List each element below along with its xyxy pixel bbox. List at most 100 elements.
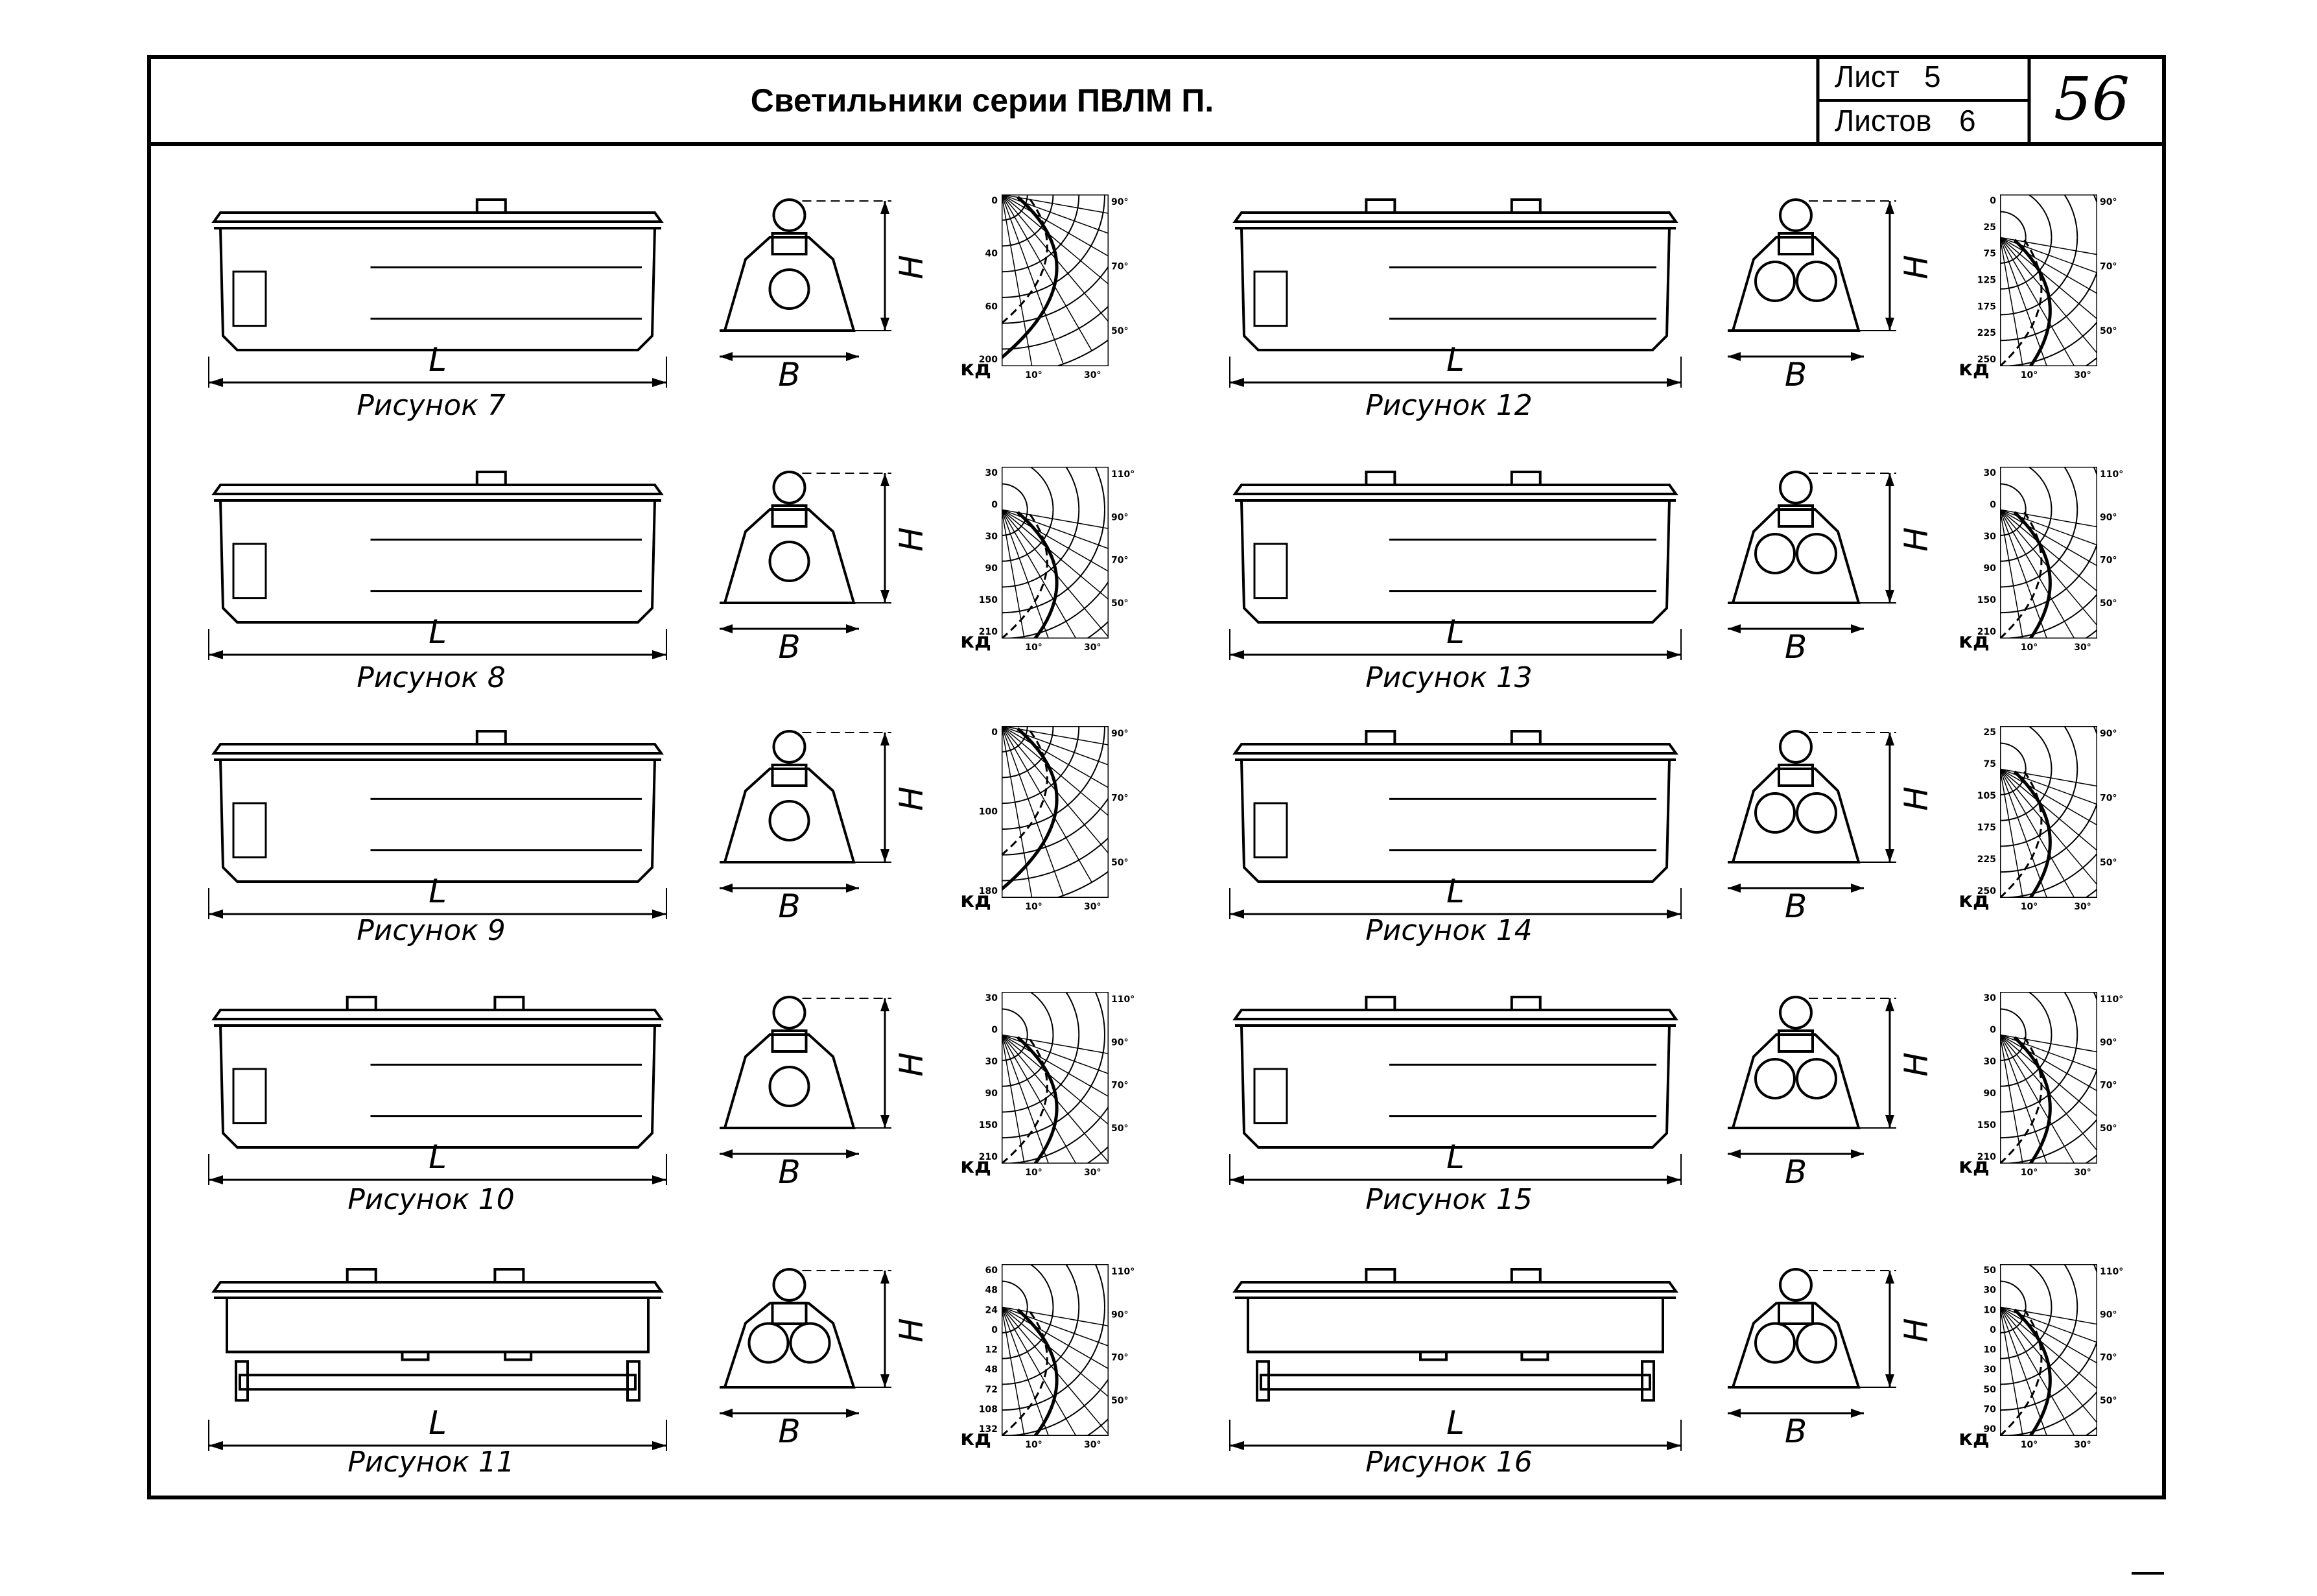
polar-ray [2000, 768, 2048, 898]
tick-label: 0 [991, 500, 998, 510]
polar-arc [1029, 1264, 1054, 1308]
tick-label: 90° [1111, 512, 1128, 522]
lid-clip [1510, 198, 1542, 214]
mount-head [772, 198, 806, 232]
polar-arc [2000, 1118, 2097, 1164]
polar-ray [1002, 194, 1064, 364]
lamp-section [768, 1066, 810, 1107]
polar-ray [1002, 1306, 1109, 1398]
polar-arc [2000, 1035, 2078, 1113]
polar-ray [2000, 1034, 2097, 1152]
lid-clip [1365, 471, 1396, 486]
arrow-head [1885, 733, 1894, 745]
dimension-label-h: H [1898, 255, 1935, 279]
dimension-label-b: B [1785, 1153, 1807, 1191]
intensity-curve [1017, 1308, 1059, 1436]
figure-caption: Рисунок 8 [357, 661, 506, 694]
figure-caption: Рисунок 11 [347, 1446, 515, 1479]
polar-arc [2027, 467, 2052, 510]
luminaire-body [1240, 228, 1671, 351]
tick-label: 250 [1977, 355, 1996, 365]
dimension-label-h: H [893, 1052, 930, 1077]
mount-body [771, 504, 808, 528]
figure-caption: Рисунок 16 [1365, 1446, 1533, 1479]
polar-ray [2000, 1034, 2097, 1071]
tick-label: 50° [2100, 858, 2117, 868]
luminaire-lid [211, 484, 664, 495]
figure-caption: Рисунок 13 [1365, 661, 1533, 694]
polar-ray [2000, 1306, 2048, 1436]
title-block: Светильники серии ПВЛМ П. Лист 5 Листов … [149, 57, 2164, 146]
arrow-head [1885, 1271, 1894, 1284]
polar-ray [2000, 768, 2097, 805]
arrow-head [720, 624, 733, 633]
polar-arc [1002, 1035, 1105, 1139]
polar-arc [1002, 510, 1080, 588]
tick-label: 70° [2100, 1353, 2117, 1363]
polar-ray [2000, 1035, 2023, 1164]
tick-label: 30° [2074, 642, 2091, 653]
arrow-head [209, 1175, 223, 1184]
polar-ray [2000, 1306, 2075, 1436]
arrow-head [1885, 1374, 1894, 1387]
arrow-head [720, 1409, 733, 1418]
lid-clip [475, 730, 507, 745]
tick-label: 110° [1111, 469, 1135, 480]
polar-ray [1002, 194, 1092, 351]
polar-arc [1002, 483, 1028, 510]
luminaire-lid [1232, 211, 1678, 223]
polar-grid [2000, 194, 2097, 366]
mount-tab [1520, 1350, 1549, 1361]
arrow-head [1667, 378, 1681, 387]
polar-ray [2000, 1306, 2097, 1343]
luminaire-body [1240, 500, 1671, 624]
lamp-section [1754, 1058, 1796, 1099]
luminaire-body [226, 1298, 650, 1354]
lid-clip [1365, 1268, 1396, 1284]
tick-label: 10° [1025, 370, 1042, 381]
tick-label: 250 [1977, 886, 1996, 897]
polar-arc [2000, 510, 2078, 588]
tick-label: 110° [2100, 994, 2123, 1005]
arrow-head [880, 1115, 889, 1128]
tick-label: 30° [1084, 902, 1101, 912]
tick-label: 175 [1977, 301, 1996, 312]
dimension-label-b: B [778, 1153, 800, 1191]
polar-ray [1002, 1306, 1109, 1436]
dimension-label-b: B [778, 887, 800, 925]
tick-label: 70° [2100, 261, 2117, 272]
tick-label: 132 [979, 1424, 998, 1435]
polar-arc [2027, 992, 2052, 1035]
tick-label: 60 [985, 1265, 998, 1276]
tick-label: 50° [1111, 598, 1128, 609]
mount-body [1778, 504, 1814, 528]
tick-label: 75 [1984, 249, 1996, 259]
polar-arc [2000, 1307, 2078, 1385]
figures-layer: L Рисунок 7 B H 0406020090°70°50°10°30°кдLРи… [208, 194, 2123, 1479]
arrow-head [720, 352, 733, 361]
tick-label: 10° [2021, 902, 2038, 912]
tick-label: 200 [979, 355, 998, 365]
arrow-head [720, 884, 733, 893]
tick-label: 30 [985, 993, 998, 1003]
intensity-unit: кд [960, 1426, 991, 1450]
tick-label: 50° [2100, 1396, 2117, 1406]
dimension-label-l: L [1446, 1404, 1464, 1442]
intensity-unit: кд [960, 887, 991, 912]
arrow-head [720, 1149, 733, 1158]
polar-arc [2000, 1035, 2052, 1087]
tick-label: 125 [1977, 276, 1996, 286]
polar-ray [1002, 1034, 1109, 1075]
side-view: L Рисунок 16 [1229, 1268, 1682, 1479]
figure-caption: Рисунок 7 [357, 389, 506, 422]
polar-grid [1002, 194, 1109, 366]
polar-arc [2000, 211, 2027, 238]
tick-label: 10° [1025, 642, 1042, 653]
polar-grid [2000, 1264, 2097, 1436]
